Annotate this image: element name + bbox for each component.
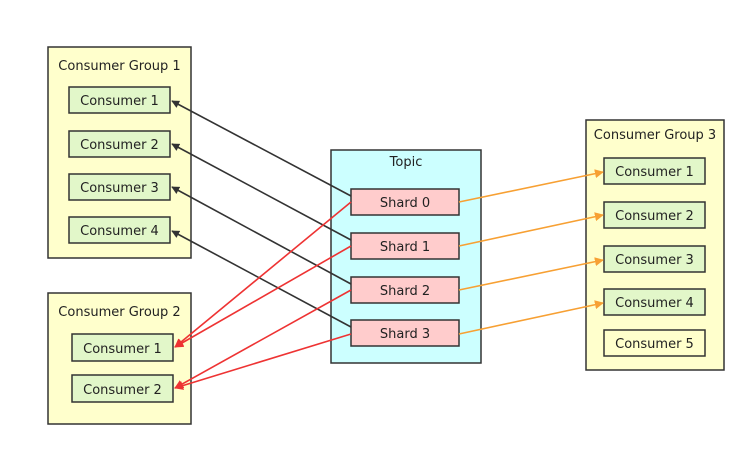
g3-consumer-4-label: Consumer 4 — [615, 296, 694, 311]
consumer-group-1: Consumer Group 1 Consumer 1 Consumer 2 C… — [47, 46, 192, 259]
shard-3-label: Shard 3 — [380, 327, 430, 342]
g1-consumer-2-box — [68, 130, 171, 158]
edge-shard0-g3c1 — [458, 169, 604, 203]
g1-consumer-4-box — [68, 216, 171, 244]
edge-shard0-g2c1 — [174, 201, 352, 348]
g1-consumer-1-box — [68, 86, 171, 114]
edge-shard0-g1c1 — [171, 100, 352, 197]
edge-shard1-g3c2 — [458, 212, 604, 247]
edge-shard1-g2c1 — [174, 245, 352, 348]
shard-0-label: Shard 0 — [380, 196, 430, 211]
g3-consumer-5-label: Consumer 5 — [615, 337, 694, 352]
shard-3-box — [350, 319, 460, 347]
g1-consumer-3-box — [68, 173, 171, 201]
edge-shard3-g3c4 — [458, 300, 604, 335]
shard-2-label: Shard 2 — [380, 284, 430, 299]
shard-2-box — [350, 276, 460, 304]
g1-consumer-2-label: Consumer 2 — [80, 138, 159, 153]
g2-consumer-1-box — [71, 333, 174, 362]
edge-shard2-g2c2 — [174, 289, 352, 389]
consumer-group-3: Consumer Group 3 Consumer 1 Consumer 2 C… — [585, 119, 725, 371]
topic-label: Topic — [389, 155, 423, 170]
edge-shard3-g1c4 — [171, 230, 352, 328]
g2-consumer-2-box — [71, 374, 174, 403]
g1-consumer-3-label: Consumer 3 — [80, 181, 159, 196]
g3-consumer-2-label: Consumer 2 — [615, 209, 694, 224]
consumer-group-2: Consumer Group 2 Consumer 1 Consumer 2 — [47, 292, 192, 425]
shard-1-label: Shard 1 — [380, 240, 430, 255]
g2-consumer-2-label: Consumer 2 — [83, 383, 162, 398]
edge-shard2-g1c3 — [171, 186, 352, 285]
g3-consumer-3-box — [603, 245, 706, 273]
g2-consumer-1-label: Consumer 1 — [83, 342, 162, 357]
topic: Topic Shard 0 Shard 1 Shard 2 Shard 3 — [330, 149, 482, 364]
edges — [171, 100, 604, 390]
edge-shard2-g3c3 — [458, 257, 604, 291]
g3-consumer-3-label: Consumer 3 — [615, 253, 694, 268]
g3-consumer-2-box — [603, 201, 706, 229]
g1-consumer-1-label: Consumer 1 — [80, 94, 159, 109]
consumer-group-3-label: Consumer Group 3 — [594, 128, 716, 143]
g3-consumer-4-box — [603, 288, 706, 316]
consumer-group-1-label: Consumer Group 1 — [58, 59, 180, 74]
g3-consumer-1-box — [603, 157, 706, 185]
edge-shard1-g1c2 — [171, 143, 352, 241]
g3-consumer-5-box — [603, 329, 706, 357]
consumer-group-2-label: Consumer Group 2 — [58, 305, 180, 320]
g3-consumer-1-label: Consumer 1 — [615, 165, 694, 180]
g1-consumer-4-label: Consumer 4 — [80, 224, 159, 239]
edge-shard3-g2c2 — [174, 333, 352, 390]
